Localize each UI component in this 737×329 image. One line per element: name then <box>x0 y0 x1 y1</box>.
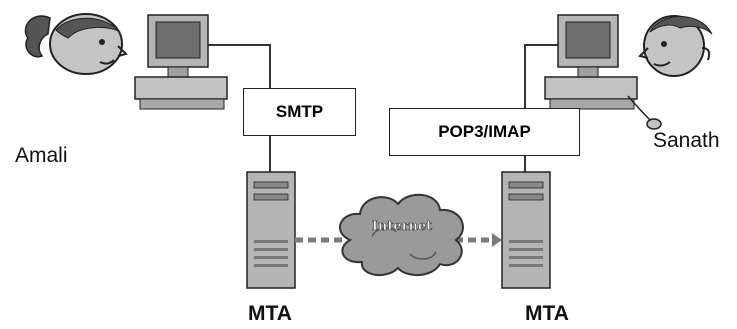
receiver-computer-icon <box>544 14 662 130</box>
receiver-name: Sanath <box>653 129 720 152</box>
sender-computer-icon <box>134 14 228 110</box>
smtp-label: SMTP <box>275 102 324 121</box>
smtp-protocol-box: SMTP <box>243 88 356 136</box>
pop3-imap-protocol-box: POP3/IMAP <box>389 108 580 156</box>
internet-label: Internet <box>372 219 432 234</box>
right-mta-label: MTA <box>525 302 569 325</box>
left-mta-server-icon <box>246 171 296 289</box>
amali-face-icon <box>24 13 128 75</box>
arrowhead-icon <box>492 233 502 247</box>
right-mta-server-icon <box>501 171 551 289</box>
sanath-face-icon <box>638 15 713 77</box>
internet-cloud-icon <box>338 193 464 277</box>
sender-name: Amali <box>15 144 68 167</box>
left-mta-label: MTA <box>248 302 292 325</box>
pop3-imap-label: POP3/IMAP <box>438 122 531 141</box>
